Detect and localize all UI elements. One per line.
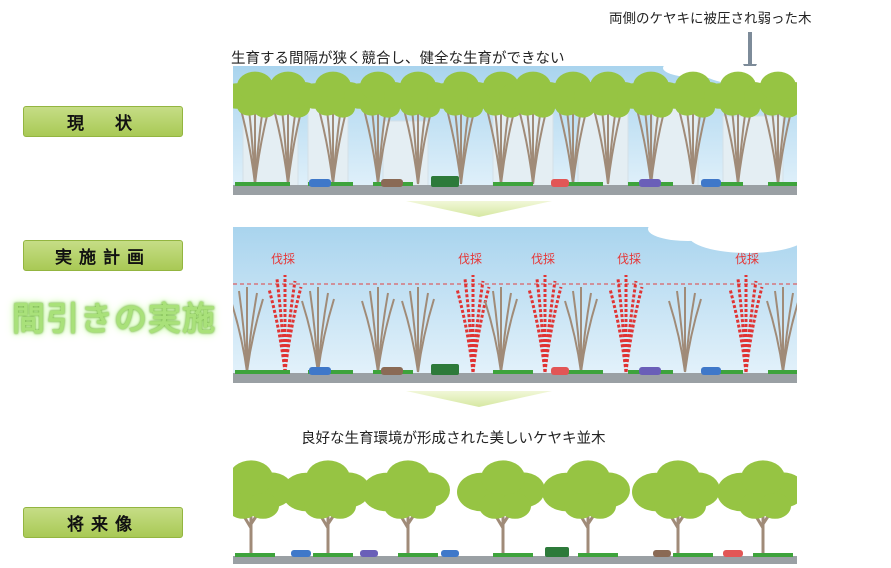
cut-tree [728,275,764,373]
mature-tree [282,460,370,554]
future-caption: 良好な生育環境が形成された美しいケヤキ並木 [301,431,606,447]
cut-tree [608,275,644,373]
mature-tree [542,460,630,554]
mature-tree [632,460,720,554]
stage-label-plan: 実施計画 [23,240,183,271]
tree [401,287,435,373]
vehicles [309,176,721,187]
mature-tree [717,460,797,554]
tree [361,287,395,373]
stage-label-current: 現 状 [23,106,183,137]
current-streetscape-illustration [233,66,797,195]
tree [744,71,797,185]
cut-label-3: 伐採 [531,252,556,266]
mature-tree [233,460,293,554]
thinning-highlight-text: 間引きの実施 [12,299,216,338]
mature-tree [457,460,545,554]
tree [668,287,702,373]
tree [301,287,335,373]
competition-annotation: 生育する間隔が狭く競合し、健全な生育ができない [231,51,565,67]
cut-tree [455,275,491,373]
cut-label-4: 伐採 [617,252,642,266]
stage-label-plan-text: 実施計画 [55,248,151,268]
stage-label-future-text: 将来像 [67,515,139,535]
cut-tree [527,275,563,373]
tree [233,287,264,373]
cut-tree [267,275,303,373]
tree [659,71,724,185]
transition-arrow-2 [406,391,552,407]
cut-label-2: 伐採 [458,252,483,266]
cut-label-5: 伐採 [735,252,760,266]
tree [564,287,598,373]
oppressed-tree-annotation: 両側のケヤキに被圧され弱った木 [609,11,812,27]
tree [384,71,449,185]
transition-arrow-1 [406,201,552,217]
tree [766,287,797,373]
future-streetscape-illustration [233,458,797,564]
tree [484,287,518,373]
tree [574,71,639,185]
stage-label-current-text: 現 状 [67,114,139,134]
mature-tree [362,460,450,554]
current-streetscape-panel [233,66,797,195]
tree [299,71,364,185]
stage-label-future: 将来像 [23,507,183,538]
plan-streetscape-panel [233,227,797,383]
future-streetscape-panel [233,458,797,564]
cut-label-1: 伐採 [271,252,296,266]
plan-streetscape-illustration [233,227,797,383]
